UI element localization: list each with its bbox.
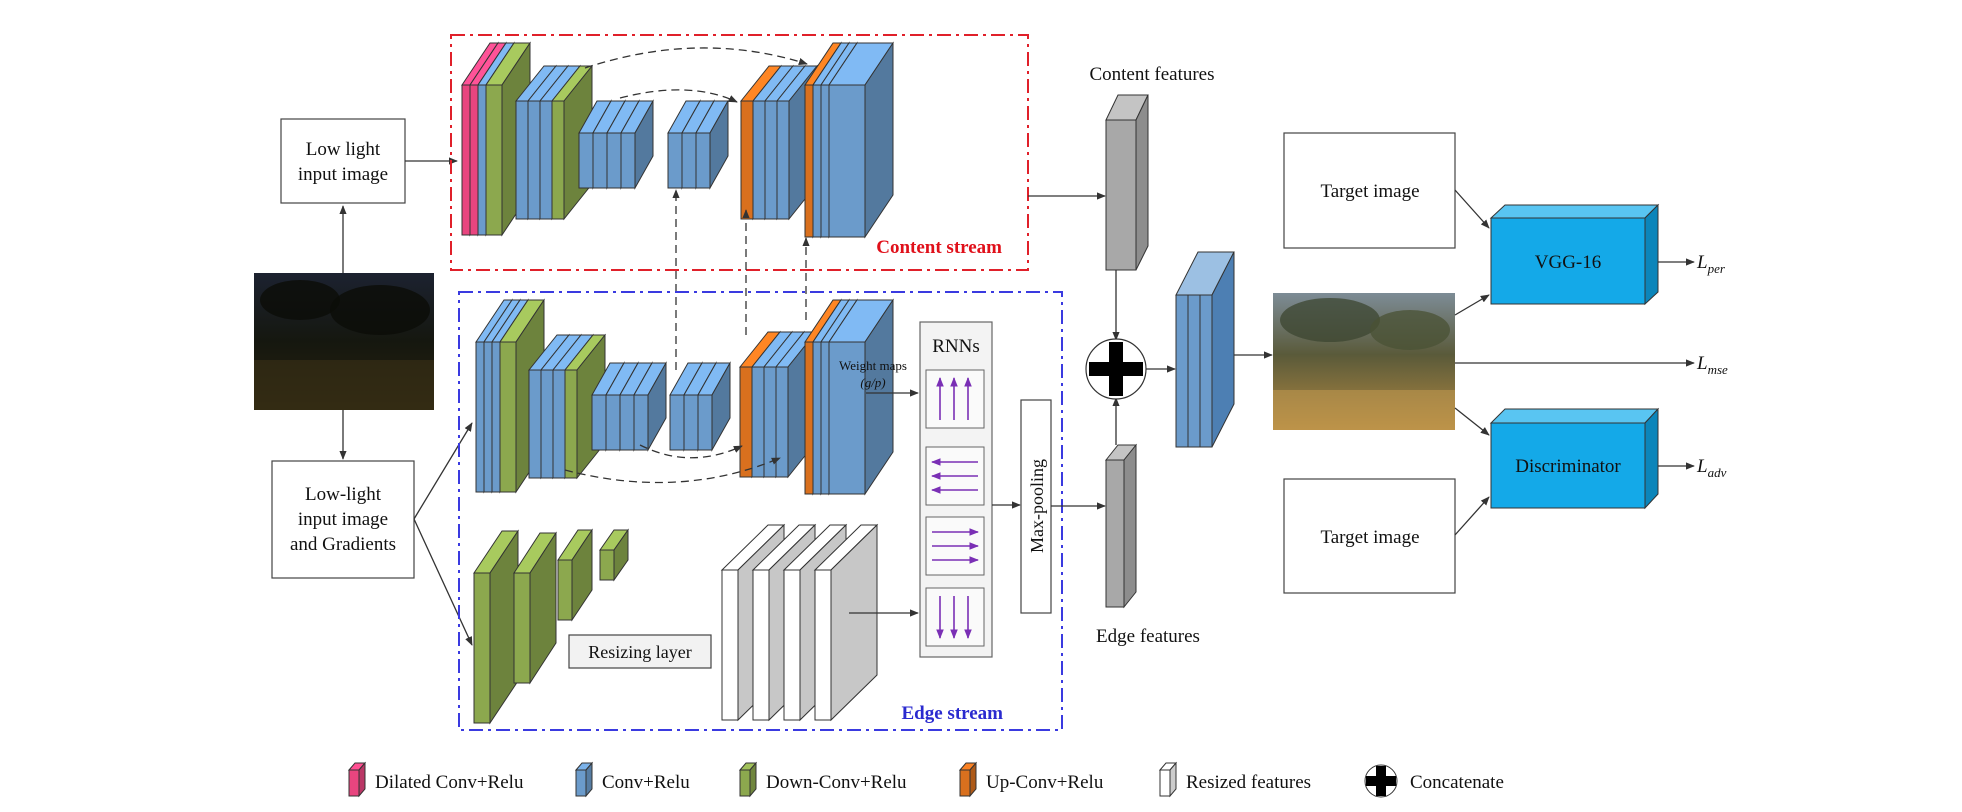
resized-feature-blocks (720, 523, 879, 722)
svg-text:input image: input image (298, 164, 388, 185)
legend-item-2: Down-Conv+Relu (738, 761, 907, 798)
legend-item-0: Dilated Conv+Relu (347, 761, 524, 798)
svg-text:input image: input image (298, 509, 388, 530)
dark-input-image (254, 273, 434, 410)
edge-stream-title: Edge stream (902, 703, 1004, 724)
svg-text:Low-light: Low-light (305, 484, 382, 505)
loss-adv-label: Ladv (1696, 456, 1727, 480)
down-block-3 (557, 528, 593, 622)
edge-features-label: Edge features (1096, 626, 1200, 647)
legend-label: Conv+Relu (602, 772, 690, 793)
svg-text:and Gradients: and Gradients (290, 534, 396, 555)
content-features-label: Content features (1089, 64, 1214, 85)
content-block-4-layer-2 (695, 99, 729, 190)
content-features-block (1105, 94, 1149, 271)
down-block-4 (599, 528, 629, 582)
legend-item-3: Up-Conv+Relu (958, 761, 1104, 798)
rnn-panel: RNNs (919, 321, 993, 658)
edge-block-6-layer-3 (828, 298, 894, 496)
max-pooling-box: Max-pooling (1020, 399, 1052, 614)
concatenate-node (1085, 338, 1147, 400)
edge-skip-arrow-2 (639, 444, 743, 459)
output-to-vgg-arrow (1454, 294, 1490, 316)
edge-skip-arrow-1 (564, 457, 781, 484)
svg-text:Resizing layer: Resizing layer (588, 642, 691, 662)
weight-maps-gp-label: (g/p) (860, 375, 885, 390)
discriminator-block: Discriminator (1489, 407, 1660, 510)
svg-text:Discriminator: Discriminator (1515, 456, 1621, 477)
legend-item-1: Conv+Relu (574, 761, 690, 798)
svg-text:Low light: Low light (306, 139, 381, 160)
output-to-discriminator-arrow (1454, 407, 1490, 436)
legend-label: Concatenate (1410, 772, 1504, 793)
edge-stream-border (458, 291, 1063, 731)
target-image-bottom-box: Target image (1283, 478, 1456, 594)
legend-item-4: Resized features (1158, 761, 1311, 798)
legend-swatch-icon (958, 761, 978, 798)
svg-text:VGG-16: VGG-16 (1535, 252, 1602, 273)
legend-swatch-icon (574, 761, 594, 798)
content-skip-arrow-1 (584, 47, 808, 69)
vgg16-block: VGG-16 (1489, 203, 1660, 306)
target-to-vgg-arrow (1454, 189, 1490, 229)
down-block-1 (473, 529, 519, 725)
legend: Dilated Conv+Relu Conv+Relu Down-Conv+Relu… (347, 761, 1504, 798)
svg-text:Target image: Target image (1320, 527, 1419, 548)
rnn-cell-left (925, 446, 985, 506)
gradients-to-down-arrow (413, 518, 473, 646)
resizing-layer-box: Resizing layer (568, 634, 712, 669)
weight-maps-label: Weight maps (839, 358, 907, 373)
enhanced-output-image (1273, 293, 1455, 430)
target-image-top-box: Target image (1283, 132, 1456, 249)
lowlight-gradients-box: Low-light input image and Gradients (271, 460, 415, 579)
svg-text:Max-pooling: Max-pooling (1027, 459, 1047, 553)
content-stream-border (450, 34, 1029, 271)
edge-block-4-layer-2 (697, 361, 731, 452)
content-stream-blocks (461, 41, 894, 239)
edge-features-block (1104, 443, 1138, 609)
svg-text:RNNs: RNNs (932, 336, 980, 357)
content-skip-arrow-2 (619, 89, 738, 103)
loss-mse-label: Lmse (1696, 353, 1728, 377)
svg-text:Target image: Target image (1320, 181, 1419, 202)
edge-block-3-layer-3 (633, 361, 667, 452)
content-stream-title: Content stream (876, 237, 1002, 258)
legend-item-5: Concatenate (1364, 764, 1504, 798)
rnn-cell-down (925, 587, 985, 647)
legend-swatch-icon (738, 761, 758, 798)
low-light-input-box: Low light input image (280, 118, 406, 204)
legend-label: Down-Conv+Relu (766, 772, 907, 793)
gradients-to-edge-arrow (413, 422, 473, 520)
down-conv-blocks (473, 528, 629, 725)
down-block-2 (513, 531, 557, 685)
loss-per-label: Lper (1696, 252, 1726, 276)
fusion-conv-block (1175, 251, 1235, 448)
legend-label: Resized features (1186, 772, 1311, 793)
legend-swatch-icon (347, 761, 367, 798)
edge-stream-blocks (475, 298, 894, 496)
content-block-6-layer-3 (828, 41, 894, 239)
target-to-discriminator-arrow (1454, 496, 1490, 536)
legend-swatch-icon (1158, 761, 1178, 798)
legend-label: Up-Conv+Relu (986, 772, 1104, 793)
rnn-cell-up (925, 369, 985, 429)
rnn-cell-right (925, 516, 985, 576)
legend-label: Dilated Conv+Relu (375, 772, 524, 793)
resized-feature-3 (813, 523, 879, 722)
content-block-3-layer-3 (620, 99, 654, 190)
